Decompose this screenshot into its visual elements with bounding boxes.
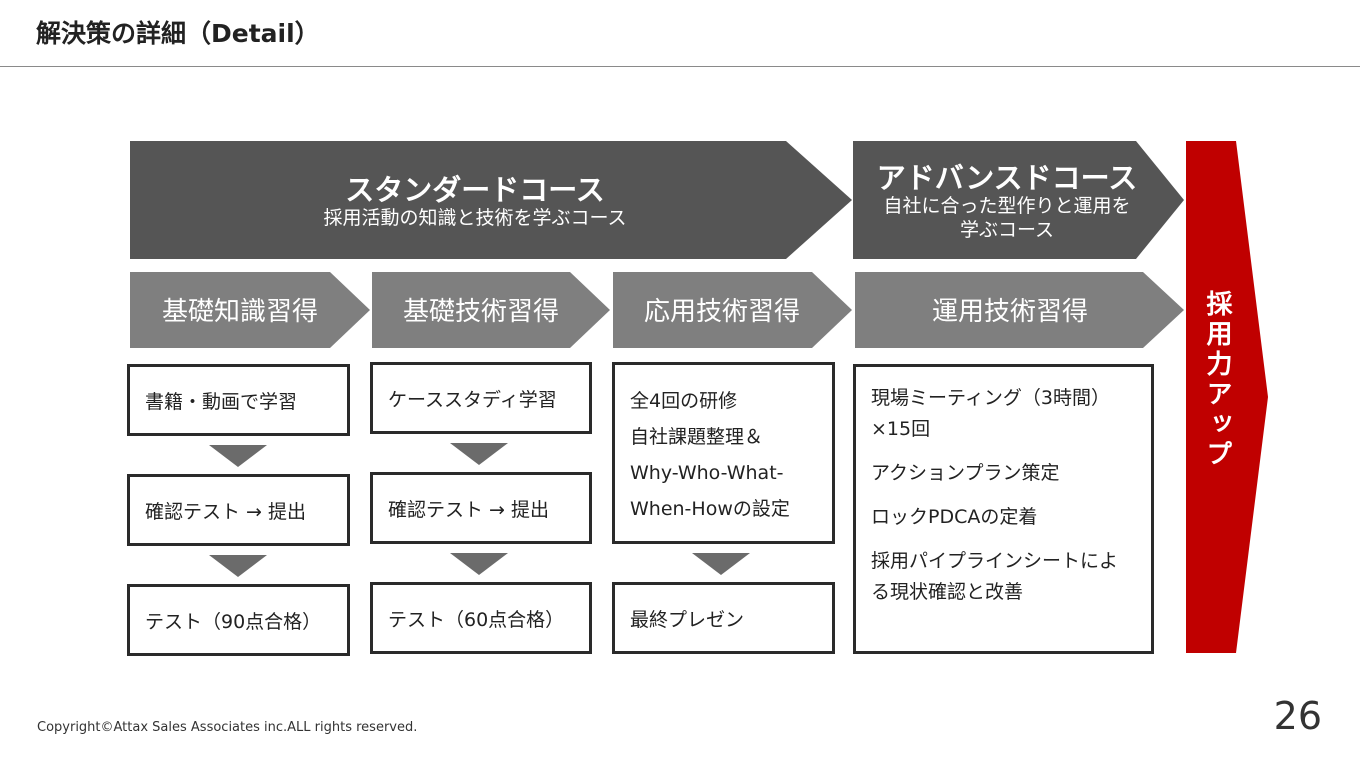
step-box-3-1: 全4回の研修 自社課題整理＆ Why-Who-What- When-Howの設定 — [612, 362, 835, 544]
step-box-1-3: テスト（90点合格） — [127, 584, 350, 656]
advanced-course-subtitle-line1: 自社に合った型作りと運用を — [883, 195, 1131, 217]
step-box-4: 現場ミーティング（3時間） ×15回 アクションプラン策定 ロックPDCAの定着… — [853, 364, 1154, 654]
down-arrow-2a — [450, 443, 508, 465]
step-box-2-3: テスト（60点合格） — [370, 582, 592, 654]
training-line-3: Why-Who-What- — [630, 462, 784, 484]
title-divider — [0, 66, 1360, 67]
operation-line-6: る現状確認と改善 — [871, 581, 1024, 603]
standard-course-subtitle: 採用活動の知識と技術を学ぶコース — [323, 207, 627, 229]
training-line-1: 全4回の研修 — [630, 390, 738, 412]
stage-label-1: 基礎知識習得 — [161, 297, 318, 327]
copyright-text: Copyright©Attax Sales Associates inc.ALL… — [37, 720, 418, 735]
step-box-1-1: 書籍・動画で学習 — [127, 364, 350, 436]
advanced-course-subtitle-line2: 学ぶコース — [959, 219, 1055, 241]
stage-arrow-2 — [372, 272, 610, 348]
standard-course-arrow — [130, 141, 852, 259]
stage-arrow-1 — [130, 272, 370, 348]
result-arrow — [1186, 141, 1268, 653]
advanced-course-arrow — [853, 141, 1184, 259]
page-title: 解決策の詳細（Detail） — [36, 19, 320, 48]
stage-label-2: 基礎技術習得 — [402, 297, 559, 327]
standard-course-title: スタンダードコース — [345, 173, 605, 207]
training-line-4: When-Howの設定 — [630, 498, 790, 520]
stage-arrow-4 — [855, 272, 1184, 348]
operation-line-1: 現場ミーティング（3時間） — [871, 387, 1110, 409]
down-arrow-2b — [450, 553, 508, 575]
advanced-course-title: アドバンスドコース — [876, 161, 1138, 195]
step-box-2-2: 確認テスト → 提出 — [370, 472, 592, 544]
down-arrow-1a — [209, 445, 267, 467]
down-arrow-3 — [692, 553, 750, 575]
stage-label-3: 応用技術習得 — [643, 297, 800, 327]
operation-line-2: ×15回 — [871, 418, 931, 440]
step-box-3-2: 最終プレゼン — [612, 582, 835, 654]
operation-line-3: アクションプラン策定 — [871, 462, 1060, 484]
stage-label-4: 運用技術習得 — [931, 297, 1088, 327]
operation-line-5: 採用パイプラインシートによ — [871, 550, 1119, 572]
result-label: 採用力アップ — [1202, 290, 1232, 470]
stage-arrow-3 — [613, 272, 852, 348]
down-arrow-1b — [209, 555, 267, 577]
step-box-2-1: ケーススタディ学習 — [370, 362, 592, 434]
step-box-1-2: 確認テスト → 提出 — [127, 474, 350, 546]
operation-line-4: ロックPDCAの定着 — [871, 506, 1038, 528]
training-line-2: 自社課題整理＆ — [630, 426, 764, 448]
page-number: 26 — [1273, 694, 1322, 738]
